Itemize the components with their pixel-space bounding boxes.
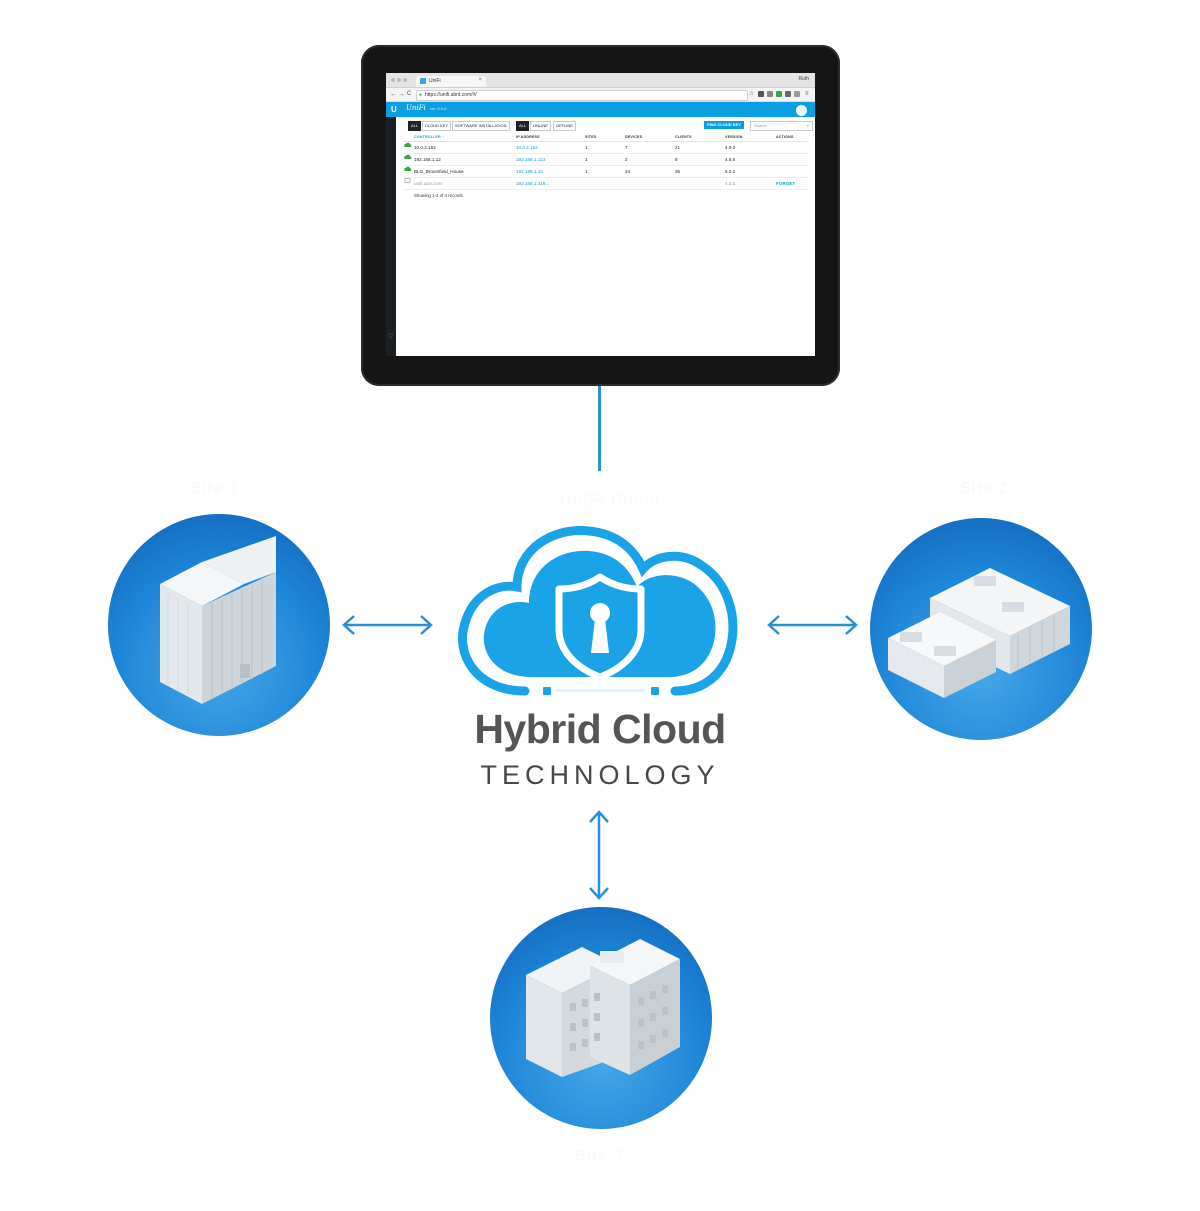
browser-tab[interactable]: UniFi × <box>416 76 486 87</box>
cell-sites: 1 <box>585 169 588 174</box>
window-zoom-dot[interactable] <box>403 78 407 82</box>
cell-controller: 192.168.1.12 <box>414 157 441 162</box>
table-row[interactable]: BLG_Broomfield_House 192.168.1.12 1 24 3… <box>404 166 809 178</box>
left-rail: ♡ <box>386 117 396 356</box>
table-row[interactable]: 192.168.1.12 192.168.1.123 1 2 8 4.8.5 <box>404 154 809 166</box>
hub-label: UniFi Cloud <box>560 492 661 509</box>
tab-close-icon[interactable]: × <box>478 77 482 83</box>
app-version: ver. 5.0.6 <box>430 106 447 111</box>
site-2-circle <box>870 518 1092 740</box>
cell-version: 4.9.3 <box>725 145 736 150</box>
filter-type-cloud-key[interactable]: CLOUD KEY <box>422 121 452 131</box>
cell-sites: 1 <box>585 145 588 150</box>
cloud-status-icon <box>404 142 412 147</box>
filter-status-online[interactable]: ONLINE <box>530 121 551 131</box>
diagram-title: Hybrid Cloud <box>474 706 726 752</box>
cell-ip[interactable]: 192.168.1.12 <box>516 169 543 174</box>
cell-controller: 10.0.2.162 <box>414 145 436 150</box>
filter-status-offline[interactable]: OFFLINE <box>553 121 576 131</box>
app-brand: UniFi <box>406 104 426 112</box>
unifi-app-header: U UniFi ver. 5.0.6 <box>386 102 815 117</box>
table-row[interactable]: 10.0.2.162 10.0.2.162 1 7 21 4.9.3 <box>404 142 809 154</box>
back-icon[interactable]: ← <box>390 91 397 98</box>
window-minimize-dot[interactable] <box>397 78 401 82</box>
extension-icon[interactable] <box>785 91 791 97</box>
cell-clients: 21 <box>675 145 681 150</box>
search-input[interactable]: Search ⌕ <box>750 121 813 131</box>
cell-version: 4.8.5 <box>725 157 736 162</box>
col-clients[interactable]: CLIENTS <box>675 135 692 139</box>
cell-ip[interactable]: 192.168.1.123 <box>516 157 546 162</box>
padlock-icon: ● <box>419 92 423 98</box>
extension-icon[interactable] <box>758 91 764 97</box>
cell-ip[interactable]: 192.168.1.316... <box>516 181 550 186</box>
double-arrow-icon <box>342 615 433 635</box>
browser-user-name[interactable]: Ruth <box>798 76 809 82</box>
window-close-dot[interactable] <box>391 78 395 82</box>
filter-bar: ALL CLOUD KEY SOFTWARE INSTALLATION ALL … <box>408 121 814 131</box>
browser-menu-icon[interactable]: ≡ <box>805 91 809 97</box>
cell-controller: BLG_Broomfield_House <box>414 169 464 174</box>
filter-type-software[interactable]: SOFTWARE INSTALLATION <box>452 121 510 131</box>
reload-icon[interactable]: C <box>407 91 412 97</box>
tablet-connector-line <box>598 386 601 471</box>
cell-version: 5.0.2 <box>725 169 736 174</box>
extension-icon[interactable] <box>767 91 773 97</box>
tab-title: UniFi <box>429 78 441 84</box>
cell-devices: 7 <box>625 145 628 150</box>
forward-icon[interactable]: → <box>398 91 405 98</box>
cell-devices: 2 <box>625 157 628 162</box>
bookmark-star-icon[interactable]: ☆ <box>749 91 755 97</box>
search-icon: ⌕ <box>806 123 809 128</box>
col-controller[interactable]: CONTROLLER ↑ <box>414 135 445 139</box>
search-placeholder: Search <box>754 123 767 128</box>
office-tower-icon <box>160 536 276 704</box>
filter-status-all[interactable]: ALL <box>516 121 530 131</box>
tablet-screen: UniFi × Ruth ← → C ● https://unifi.ubnt.… <box>386 73 815 356</box>
double-arrow-icon <box>767 615 858 635</box>
ubiquiti-logo-icon: U <box>391 105 397 114</box>
cell-version: 4.8.5 <box>725 181 736 186</box>
address-url: https://unifi.ubnt.com/#/ <box>425 92 477 98</box>
site-1-label: Site 1 <box>190 480 239 497</box>
forget-button[interactable]: FORGET <box>776 181 796 186</box>
col-sites[interactable]: SITES <box>585 135 597 139</box>
cell-devices: 24 <box>625 169 631 174</box>
cell-sites: 1 <box>585 157 588 162</box>
cell-clients: 8 <box>675 157 678 162</box>
campus-building-icon <box>888 568 1070 698</box>
browser-toolbar: ← → C ● https://unifi.ubnt.com/#/ ☆ ≡ <box>386 88 815 102</box>
double-arrow-icon <box>589 810 609 900</box>
extension-icon[interactable] <box>776 91 782 97</box>
col-devices[interactable]: DEVICES <box>625 135 643 139</box>
site-3-label: Site 3 <box>575 1148 624 1165</box>
col-ip-address[interactable]: IP ADDRESS <box>516 135 540 139</box>
avatar[interactable] <box>796 105 807 116</box>
records-summary: Showing 1-4 of 4 records. <box>414 193 465 198</box>
site-1-circle <box>108 514 330 736</box>
unifi-favicon-icon <box>420 78 426 84</box>
cell-controller: unifi.ubnt.com <box>414 181 443 186</box>
col-version[interactable]: VERSION <box>725 135 743 139</box>
lock-shield-icon <box>555 573 645 681</box>
cloud-status-icon <box>404 166 412 171</box>
col-actions: ACTIONS <box>776 135 794 139</box>
diagram-subtitle: TECHNOLOGY <box>480 760 720 790</box>
cloud-icon <box>458 526 738 696</box>
offline-status-icon <box>404 178 411 183</box>
address-bar[interactable]: ● https://unifi.ubnt.com/#/ <box>416 90 748 101</box>
chat-icon[interactable]: ♡ <box>388 334 394 340</box>
extension-icon[interactable] <box>794 91 800 97</box>
cloud-status-icon <box>404 154 412 159</box>
table-header: CONTROLLER ↑ IP ADDRESS SITES DEVICES CL… <box>404 135 809 142</box>
cell-ip[interactable]: 10.0.2.162 <box>516 145 538 150</box>
apartment-building-icon <box>526 939 680 1077</box>
filter-type-all[interactable]: ALL <box>408 121 422 131</box>
site-2-label: Site 2 <box>960 480 1009 497</box>
find-cloud-key-button[interactable]: FIND CLOUD KEY <box>704 121 744 129</box>
cell-clients: 36 <box>675 169 681 174</box>
site-3-circle <box>490 907 712 1129</box>
browser-tab-bar: UniFi × Ruth <box>386 73 815 88</box>
table-row[interactable]: unifi.ubnt.com 192.168.1.316... 4.8.5 FO… <box>404 178 809 190</box>
